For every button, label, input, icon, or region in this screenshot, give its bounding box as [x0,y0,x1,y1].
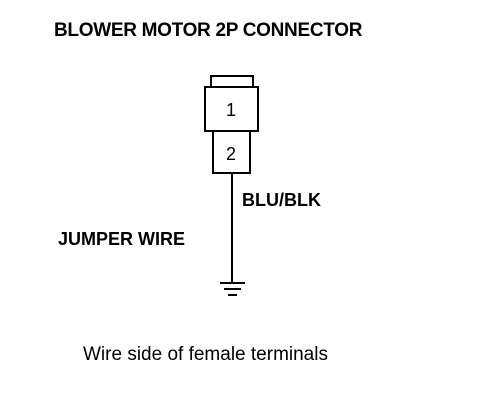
pin-2-label: 2 [226,144,236,164]
jumper-wire-label: JUMPER WIRE [58,229,186,249]
wire-color-label: BLU/BLK [242,190,321,210]
diagram-caption: Wire side of female terminals [83,344,328,365]
diagram-title: BLOWER MOTOR 2P CONNECTOR [54,20,363,41]
connector-body [204,86,259,132]
pin-1-label: 1 [226,100,236,120]
ground-icon [220,282,245,296]
